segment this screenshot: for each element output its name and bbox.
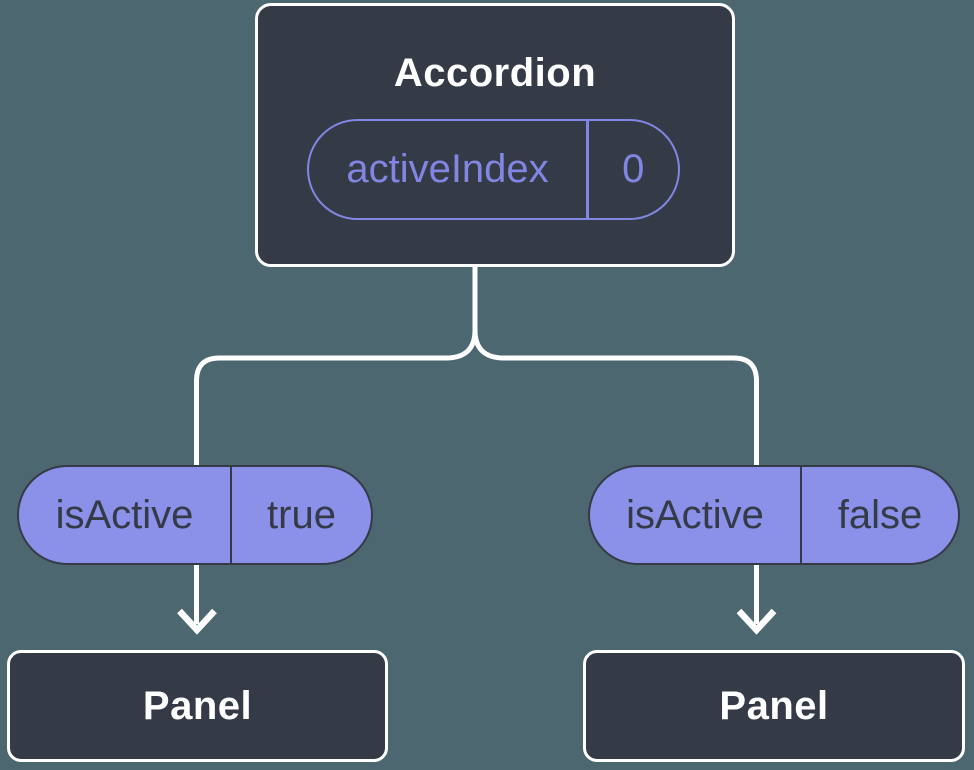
accordion-node-title: Accordion: [393, 51, 597, 95]
branch-line-left: [194, 329, 478, 624]
arrowhead-down-icon: [736, 608, 777, 635]
accordion-node: Accordion activeIndex 0: [255, 3, 735, 267]
prop-value: false: [837, 492, 923, 537]
arrowhead-down-icon: [177, 608, 217, 635]
panel-node-title: Panel: [719, 683, 829, 728]
state-name: activeIndex: [346, 147, 549, 191]
prop-value: true: [267, 492, 336, 537]
branch-line-right: [472, 329, 759, 624]
prop-name: isActive: [626, 492, 764, 537]
pill-divider: [800, 467, 802, 563]
prop-pill-left: isActive true: [17, 465, 373, 565]
state-value: 0: [622, 147, 645, 191]
pill-divider: [586, 121, 589, 218]
prop-pill-right: isActive false: [588, 465, 960, 565]
panel-node-left: Panel: [7, 650, 388, 762]
prop-name: isActive: [55, 492, 194, 537]
panel-node-title: Panel: [142, 683, 253, 728]
pill-divider: [230, 467, 232, 563]
panel-node-right: Panel: [583, 650, 965, 762]
state-pill: activeIndex 0: [307, 119, 680, 220]
